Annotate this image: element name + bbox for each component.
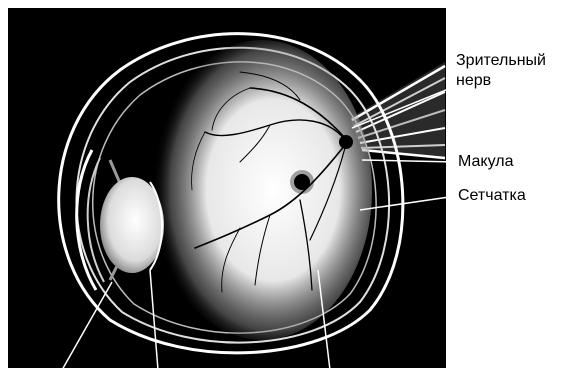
retina-fundus bbox=[152, 40, 372, 340]
optic-disc bbox=[339, 135, 353, 149]
optic-nerve-label: Зрительный нерв bbox=[456, 51, 546, 91]
retina-label: Сетчатка bbox=[458, 186, 526, 206]
optic-nerve-label-line2: нерв bbox=[456, 71, 546, 91]
optic-nerve-label-line1: Зрительный bbox=[456, 51, 546, 71]
macula-label: Макула bbox=[458, 152, 513, 172]
